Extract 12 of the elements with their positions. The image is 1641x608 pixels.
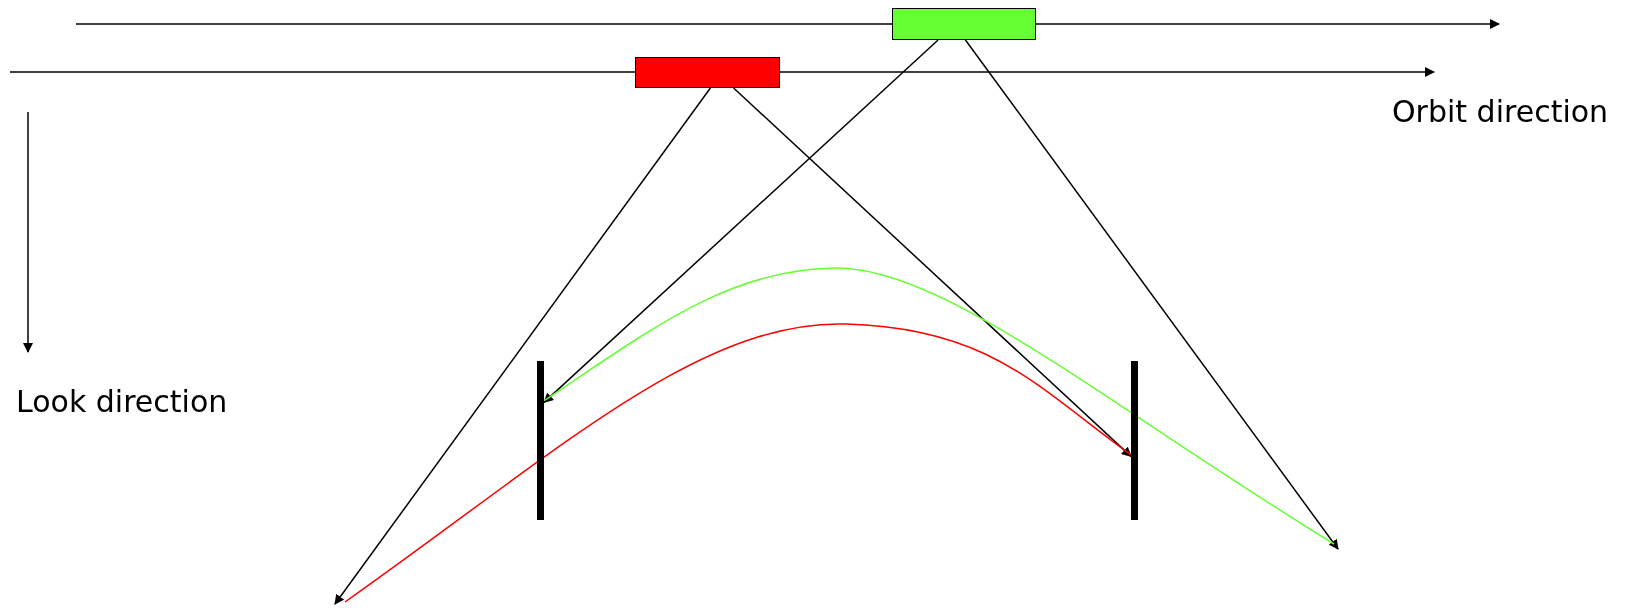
arrow <box>732 87 1132 458</box>
direction-label: Look direction <box>16 384 228 419</box>
direction-label: Orbit direction <box>1392 94 1609 129</box>
curve <box>543 267 1335 545</box>
arrow <box>964 39 1339 550</box>
swath-bar <box>537 361 544 520</box>
swath-bar <box>1131 361 1138 520</box>
satellite-box <box>892 8 1036 40</box>
arrow <box>334 87 712 605</box>
curve <box>344 323 1132 603</box>
arrow <box>543 39 939 404</box>
satellite-box <box>635 57 780 88</box>
